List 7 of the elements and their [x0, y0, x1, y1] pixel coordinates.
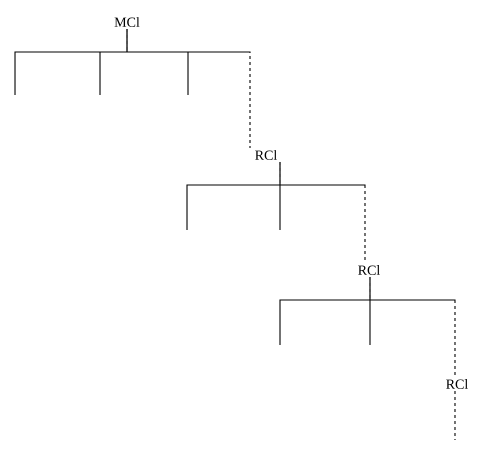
- tree-line: [454, 390, 456, 440]
- node-label: RCl: [446, 379, 468, 389]
- node-label: RCl: [255, 150, 277, 160]
- node-label: RCl: [358, 265, 380, 275]
- tree-line: [369, 276, 456, 378]
- tree-line: [126, 28, 251, 148]
- node-label: MCl: [114, 17, 140, 27]
